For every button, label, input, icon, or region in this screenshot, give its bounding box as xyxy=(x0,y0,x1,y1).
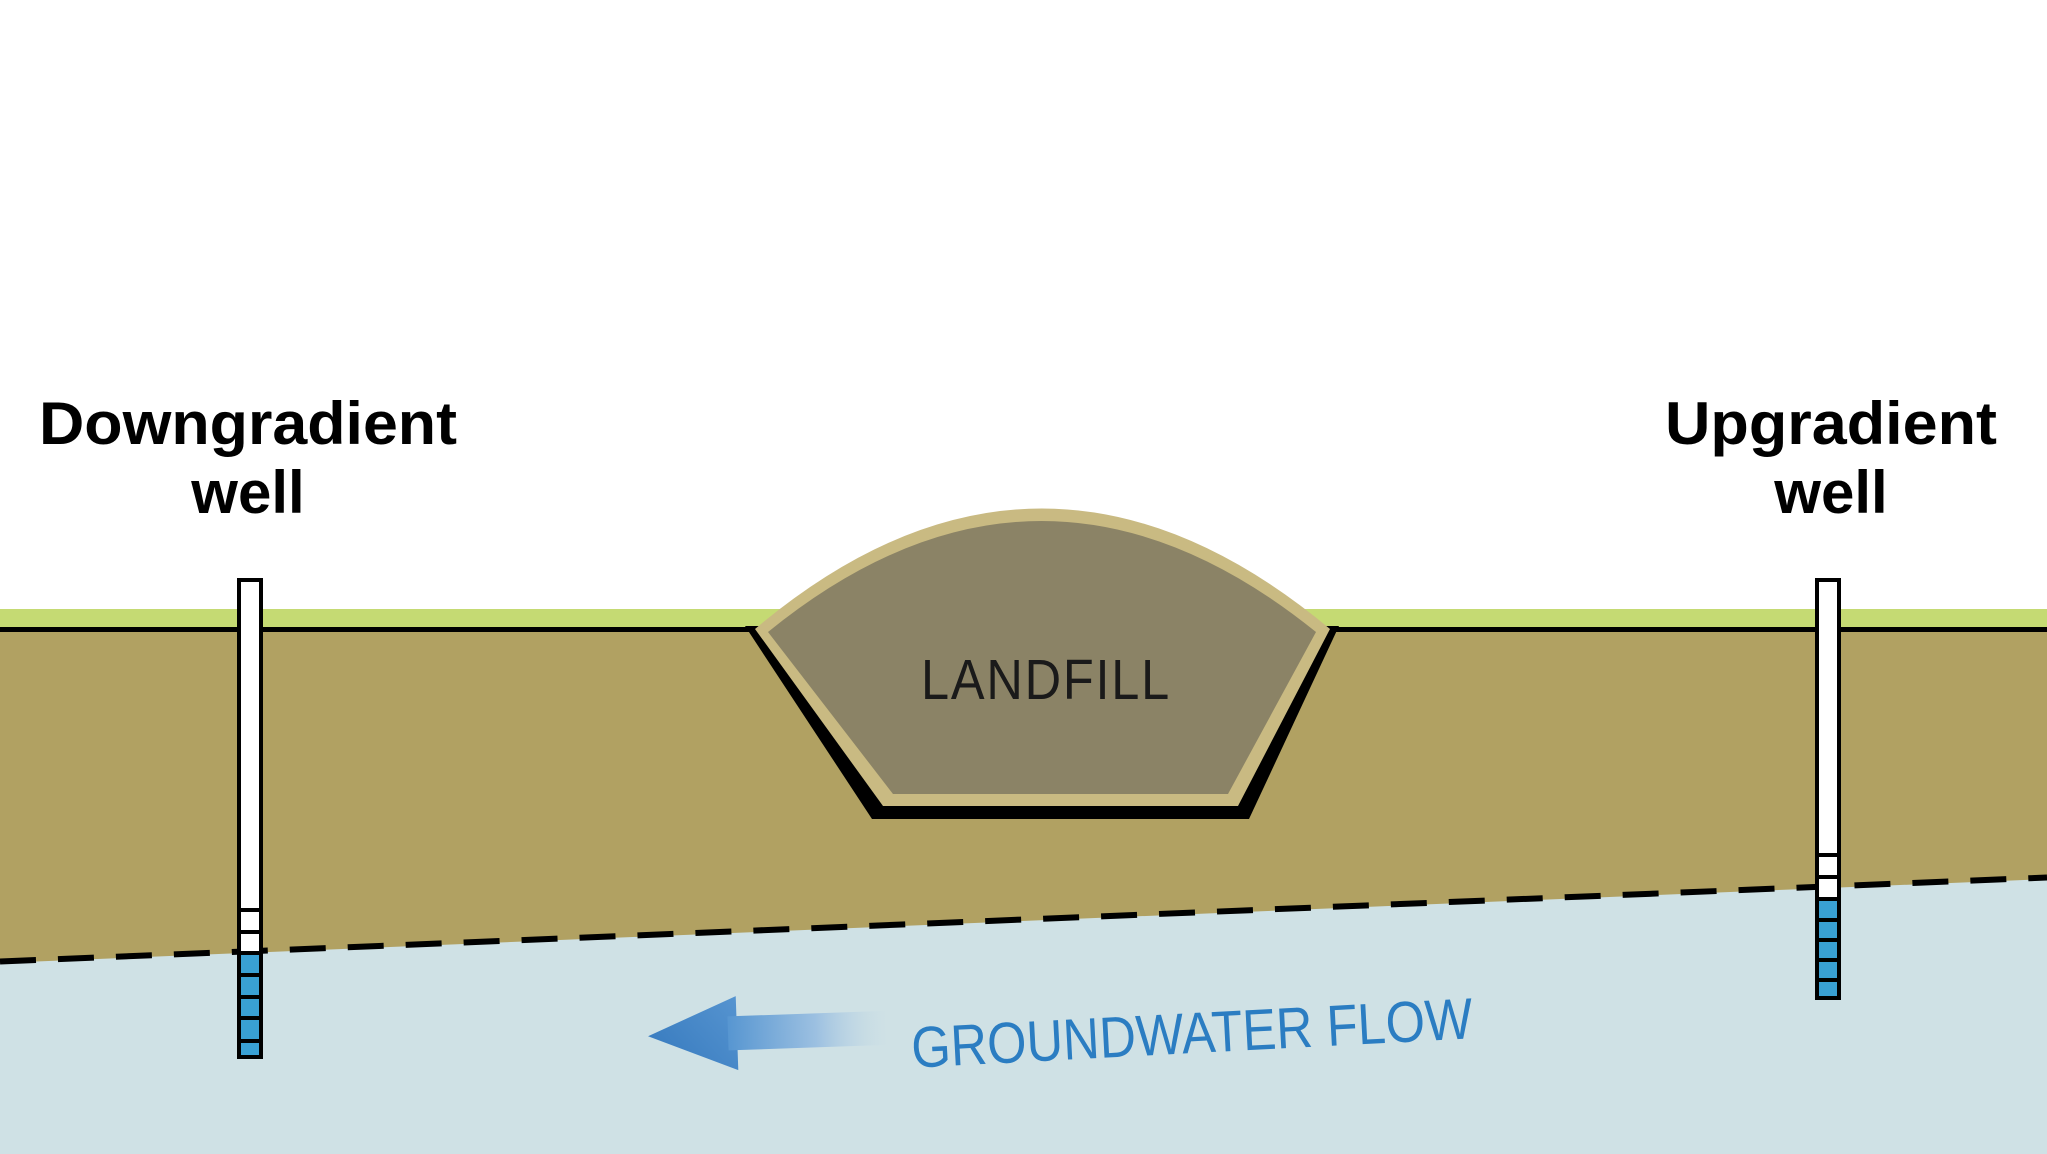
upgradient-well-label-line1: Upgradient xyxy=(1665,390,1997,457)
groundwater-flow-arrow xyxy=(648,996,887,1071)
upgradient-well-screen-water xyxy=(1819,900,1837,996)
downgradient-well-screen-water xyxy=(241,953,259,1055)
flow-arrow-head xyxy=(648,996,739,1071)
landfill: LANDFILL xyxy=(745,508,1339,819)
upgradient-well xyxy=(1815,578,1841,1000)
downgradient-well-label-line1: Downgradient xyxy=(39,390,457,457)
upgradient-well-label-line2: well xyxy=(1773,459,1887,526)
downgradient-well-screen-slots xyxy=(238,908,262,1043)
downgradient-well-label-line2: well xyxy=(190,459,304,526)
landfill-waste-mound xyxy=(768,521,1316,794)
upgradient-well-casing xyxy=(1815,578,1841,1000)
landfill-label: LANDFILL xyxy=(921,648,1171,712)
flow-arrow-shaft xyxy=(727,1010,887,1051)
upgradient-well-label: Upgradient well xyxy=(1665,390,1997,526)
water-table-dashed-line xyxy=(0,874,2047,965)
upgradient-well-screen-slots xyxy=(1816,853,1840,982)
downgradient-well-label: Downgradient well xyxy=(39,390,457,526)
downgradient-well xyxy=(237,578,263,1059)
downgradient-well-casing xyxy=(237,578,263,1059)
groundwater-layer xyxy=(0,879,2047,1154)
